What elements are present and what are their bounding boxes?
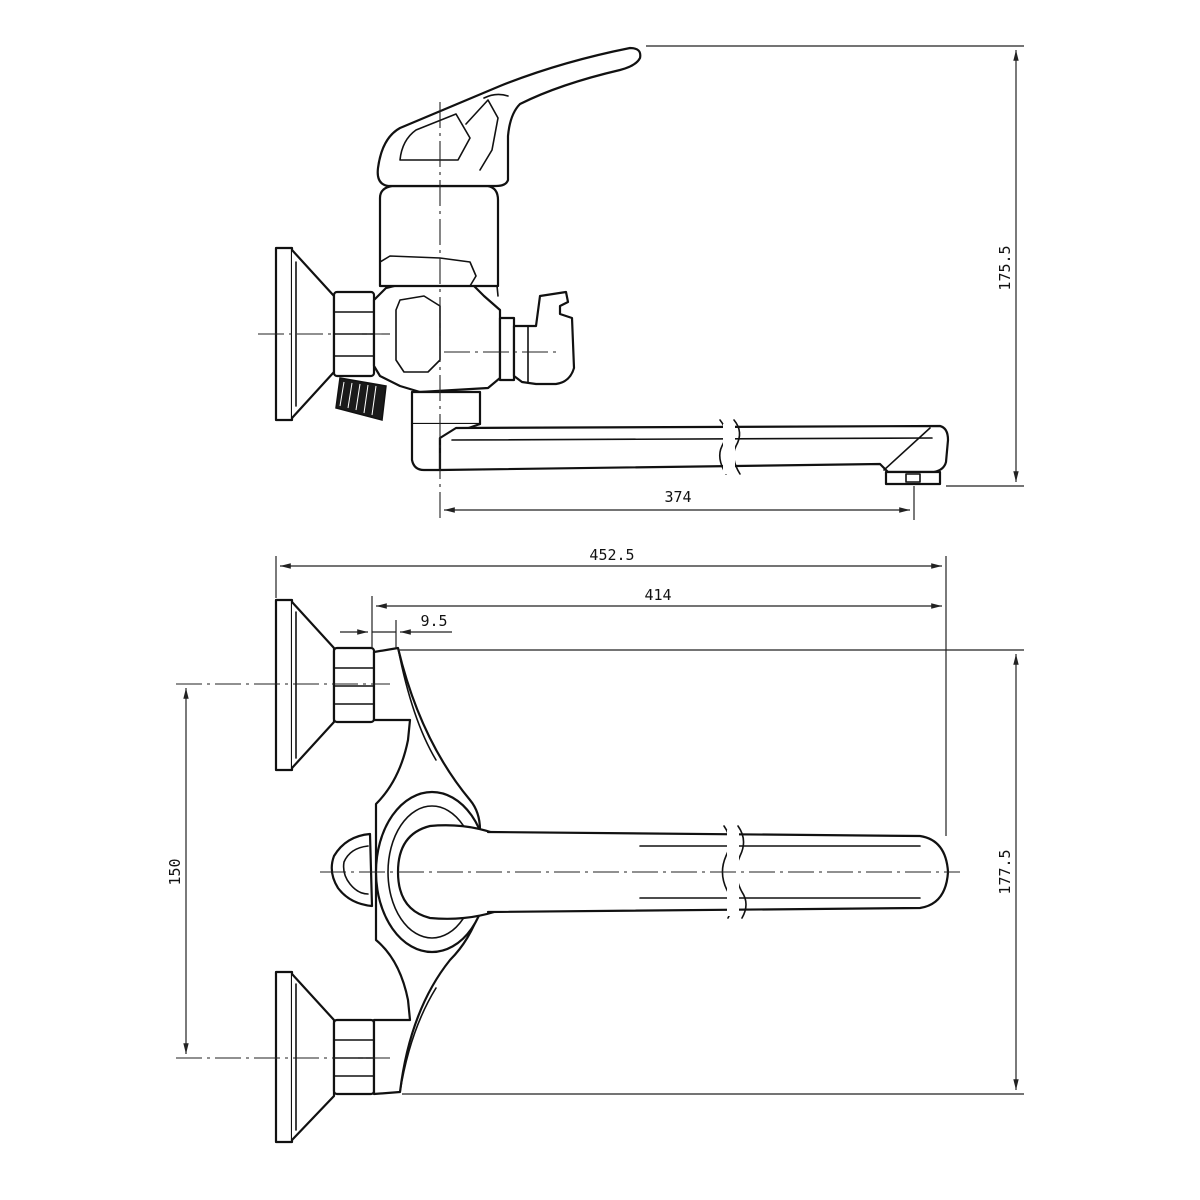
dimension-spout-reach-label: 374 bbox=[664, 488, 691, 506]
top-upper-wall-flange bbox=[274, 598, 336, 772]
side-cartridge-column bbox=[378, 184, 500, 288]
side-hose-connector bbox=[335, 377, 387, 421]
top-view: 452.5 414 9.5 150 177.5 bbox=[166, 546, 1024, 1144]
side-outlet bbox=[410, 390, 482, 472]
dimension-wall-offset: 9.5 bbox=[340, 612, 452, 648]
top-diverter-knob bbox=[330, 832, 374, 908]
dimension-overall-width-label: 177.5 bbox=[996, 849, 1014, 894]
dimension-inlet-spacing-label: 150 bbox=[166, 858, 184, 885]
dimension-overall-length: 452.5 bbox=[275, 546, 947, 836]
dimension-body-to-spout-label: 414 bbox=[644, 586, 671, 604]
dimension-body-to-spout: 414 bbox=[371, 586, 942, 648]
dimension-height-label: 175.5 bbox=[996, 245, 1014, 290]
dimension-overall-width: 177.5 bbox=[398, 649, 1024, 1095]
dimension-height: 175.5 bbox=[646, 45, 1024, 487]
top-upper-hex-nut bbox=[332, 646, 376, 724]
top-lower-hex-nut bbox=[332, 1018, 376, 1096]
side-lever-handle bbox=[376, 46, 642, 188]
side-view: 175.5 374 bbox=[258, 45, 1024, 520]
side-spout bbox=[438, 419, 950, 486]
top-lower-wall-flange bbox=[274, 970, 336, 1144]
side-diverter-knob bbox=[498, 290, 576, 386]
dimension-inlet-spacing: 150 bbox=[166, 688, 189, 1054]
dimension-wall-offset-label: 9.5 bbox=[420, 612, 447, 630]
dimension-spout-reach: 374 bbox=[444, 486, 915, 520]
dimension-overall-length-label: 452.5 bbox=[589, 546, 634, 564]
